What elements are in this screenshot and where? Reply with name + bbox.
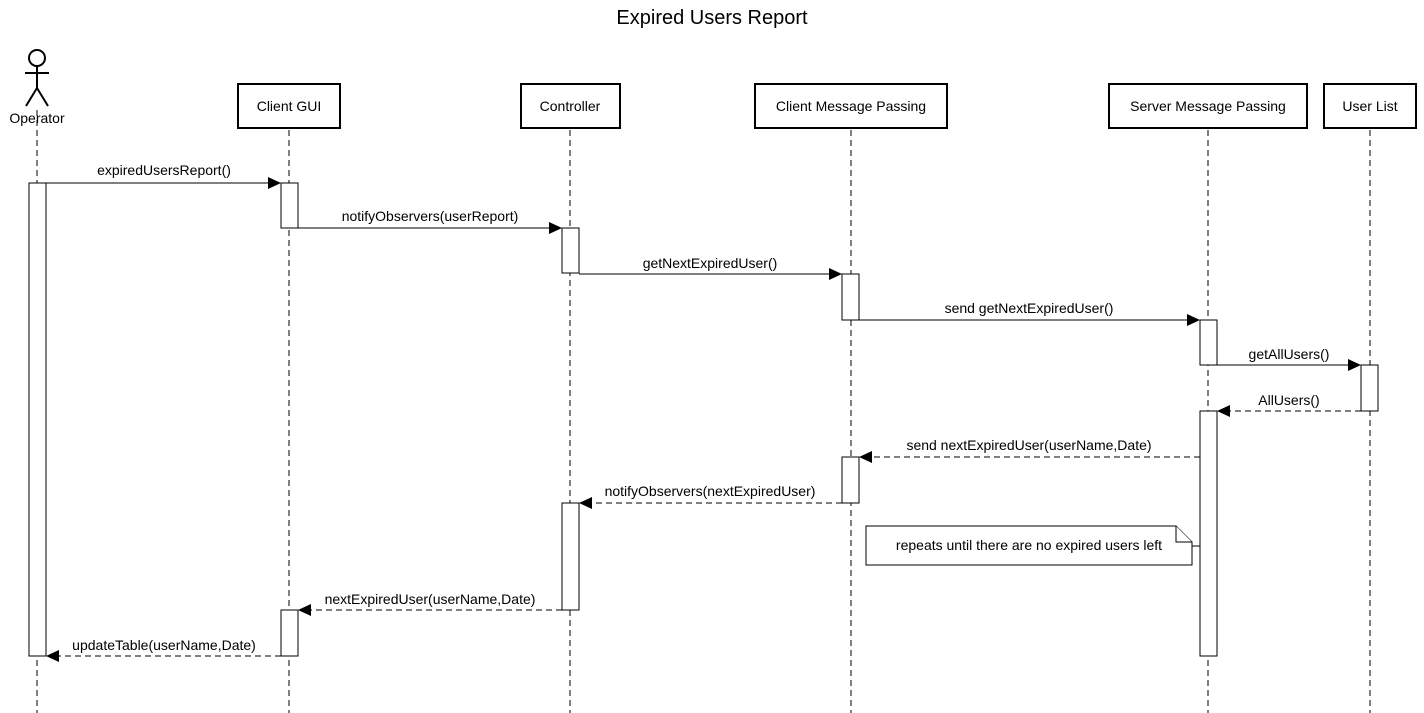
message-arrow: send nextExpiredUser(userName,Date)	[859, 437, 1200, 463]
activation-client-message-passing	[841, 273, 860, 321]
arrowhead-icon	[268, 177, 281, 189]
participant-label: User List	[1342, 98, 1397, 114]
actor-figure-icon	[25, 49, 49, 107]
arrowhead-icon	[298, 604, 311, 616]
activation-server-message-passing	[1199, 319, 1218, 366]
arrowhead-icon	[1217, 405, 1230, 417]
message-label: notifyObservers(userReport)	[342, 208, 519, 224]
participant-label: Server Message Passing	[1130, 98, 1286, 114]
message-label: expiredUsersReport()	[97, 162, 231, 178]
participant-operator: Operator	[9, 49, 65, 126]
activation-controller	[561, 227, 580, 274]
participant-server-message-passing: Server Message Passing	[1108, 83, 1308, 129]
arrowhead-icon	[1348, 359, 1361, 371]
message-arrow: send getNextExpiredUser()	[859, 300, 1200, 326]
participant-user-list: User List	[1323, 83, 1417, 129]
message-arrow: getNextExpiredUser()	[579, 255, 842, 280]
message-arrow: getAllUsers()	[1217, 346, 1361, 371]
diagram-title: Expired Users Report	[616, 7, 808, 29]
activations	[28, 182, 1379, 657]
arrowhead-icon	[829, 268, 842, 280]
message-label: notifyObservers(nextExpiredUser)	[605, 483, 816, 499]
participant-label: Client GUI	[257, 98, 322, 114]
message-label: send getNextExpiredUser()	[945, 300, 1114, 316]
participant-label: Operator	[9, 110, 65, 126]
activation-user-list	[1360, 364, 1379, 412]
lifelines	[36, 110, 1371, 713]
participant-label: Client Message Passing	[776, 98, 926, 114]
arrowhead-icon	[46, 650, 59, 662]
message-label: getAllUsers()	[1249, 346, 1330, 362]
messages: expiredUsersReport() notifyObservers(use…	[46, 162, 1361, 662]
participant-controller: Controller	[520, 83, 621, 129]
arrowhead-icon	[859, 451, 872, 463]
note: repeats until there are no expired users…	[865, 525, 1200, 566]
activation-client-message-passing	[841, 456, 860, 504]
activation-operator	[28, 182, 47, 657]
message-label: getNextExpiredUser()	[643, 255, 778, 271]
activation-server-message-passing	[1199, 410, 1218, 657]
arrowhead-icon	[549, 222, 562, 234]
message-arrow: updateTable(userName,Date)	[46, 637, 281, 662]
participant-label: Controller	[540, 98, 601, 114]
message-arrow: AllUsers()	[1217, 392, 1361, 417]
activation-client-gui	[280, 182, 299, 229]
message-label: updateTable(userName,Date)	[72, 637, 256, 653]
arrowhead-icon	[579, 497, 592, 509]
message-label: send nextExpiredUser(userName,Date)	[906, 437, 1151, 453]
message-label: AllUsers()	[1258, 392, 1319, 408]
message-arrow: notifyObservers(nextExpiredUser)	[579, 483, 842, 509]
message-arrow: nextExpiredUser(userName,Date)	[298, 591, 562, 616]
participant-client-gui: Client GUI	[237, 83, 341, 129]
activation-client-gui	[280, 609, 299, 657]
note-text: repeats until there are no expired users…	[896, 537, 1162, 553]
activation-controller	[561, 502, 580, 611]
message-label: nextExpiredUser(userName,Date)	[325, 591, 536, 607]
message-arrow: expiredUsersReport()	[46, 162, 281, 189]
participant-client-message-passing: Client Message Passing	[754, 83, 948, 129]
message-arrow: notifyObservers(userReport)	[298, 208, 562, 234]
arrowhead-icon	[1187, 314, 1200, 326]
